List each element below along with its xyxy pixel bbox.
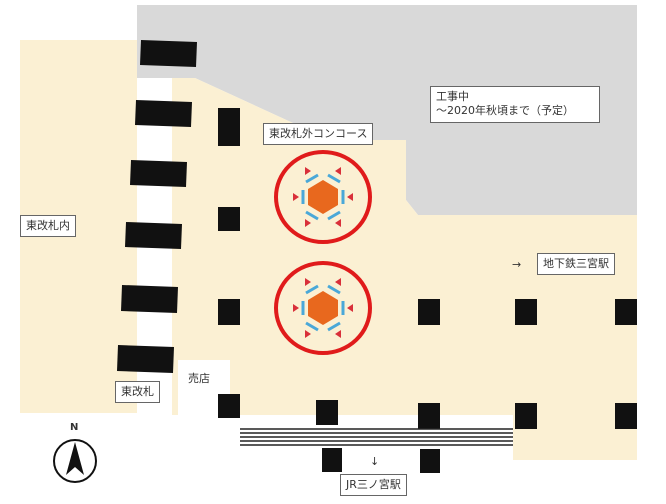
gate-bar xyxy=(135,100,192,127)
pillar xyxy=(218,299,240,325)
label-subway-station[interactable]: 地下鉄三宮駅 xyxy=(537,253,615,276)
pillar xyxy=(218,207,240,231)
gate-bar xyxy=(121,285,178,313)
pillar xyxy=(515,299,537,325)
label-inside-gate: 東改札内 xyxy=(20,215,76,238)
gate-bar xyxy=(130,160,187,187)
label-construction: 工事中 ～2020年秋頃まで（予定） xyxy=(430,86,600,123)
label-jr-station[interactable]: JR三ノ宮駅 xyxy=(340,474,407,497)
pillar xyxy=(515,403,537,429)
pillar xyxy=(218,394,240,418)
construction-area xyxy=(137,5,637,215)
pillar xyxy=(316,400,338,425)
pillar xyxy=(418,299,440,325)
north-label: N xyxy=(70,422,79,433)
rail-lines xyxy=(240,428,513,446)
pillar xyxy=(418,403,440,429)
gate-bars xyxy=(117,40,197,373)
highlight-ring xyxy=(274,261,372,355)
pillar xyxy=(615,299,637,325)
kiosk-hexagon-icon xyxy=(308,180,338,214)
floor-inside-gate xyxy=(20,40,137,413)
gate-bar xyxy=(117,345,174,373)
kiosk-highlight-1[interactable] xyxy=(274,150,372,244)
north-arrow-icon xyxy=(53,439,97,483)
construction-period: ～2020年秋頃まで（予定） xyxy=(436,104,574,118)
pillar xyxy=(322,448,342,472)
gate-bar xyxy=(140,40,197,67)
pillar xyxy=(615,403,637,429)
gate-bar xyxy=(125,222,182,249)
subway-arrow-icon: → xyxy=(512,258,522,271)
label-outside-concourse: 東改札外コンコース xyxy=(263,123,374,146)
label-east-gate: 東改札 xyxy=(115,381,160,404)
kiosk-highlight-2[interactable] xyxy=(274,261,372,355)
floor-concourse xyxy=(172,78,637,460)
construction-title: 工事中 xyxy=(436,90,469,103)
pillar xyxy=(420,449,440,473)
label-shop: 売店 xyxy=(188,372,210,385)
pillar xyxy=(218,108,240,146)
pillars xyxy=(218,108,637,473)
kiosk-hexagon-icon xyxy=(308,291,338,325)
highlight-ring xyxy=(274,150,372,244)
jr-arrow-icon: ↓ xyxy=(370,455,380,468)
